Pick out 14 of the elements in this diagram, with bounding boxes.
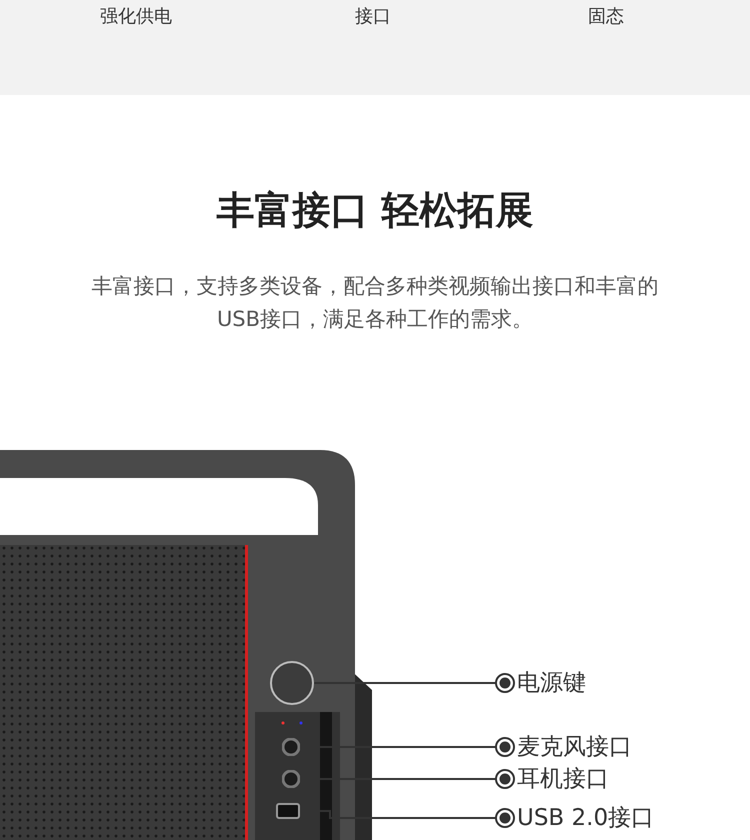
callout-label: 麦克风接口	[505, 732, 632, 762]
audio-jack	[282, 738, 300, 756]
heading: 丰富接口 轻松拓展	[215, 187, 535, 234]
callout-label: USB 2.0接口	[505, 803, 654, 833]
leader-line	[314, 673, 515, 693]
power-button	[270, 661, 314, 705]
description-text: 丰富接口，支持多类设备，配合多种类视频输出接口和丰富的USB接口，满足各种工作的需求。	[90, 273, 660, 333]
feature-label: 接口	[355, 5, 391, 28]
audio-jack	[282, 770, 300, 788]
callout-label: 电源键	[505, 668, 586, 698]
callout-label: 耳机接口	[505, 764, 609, 794]
usb-port	[276, 803, 300, 819]
feature-label: 固态	[588, 5, 624, 28]
feature-label: 强化供电	[100, 5, 172, 28]
